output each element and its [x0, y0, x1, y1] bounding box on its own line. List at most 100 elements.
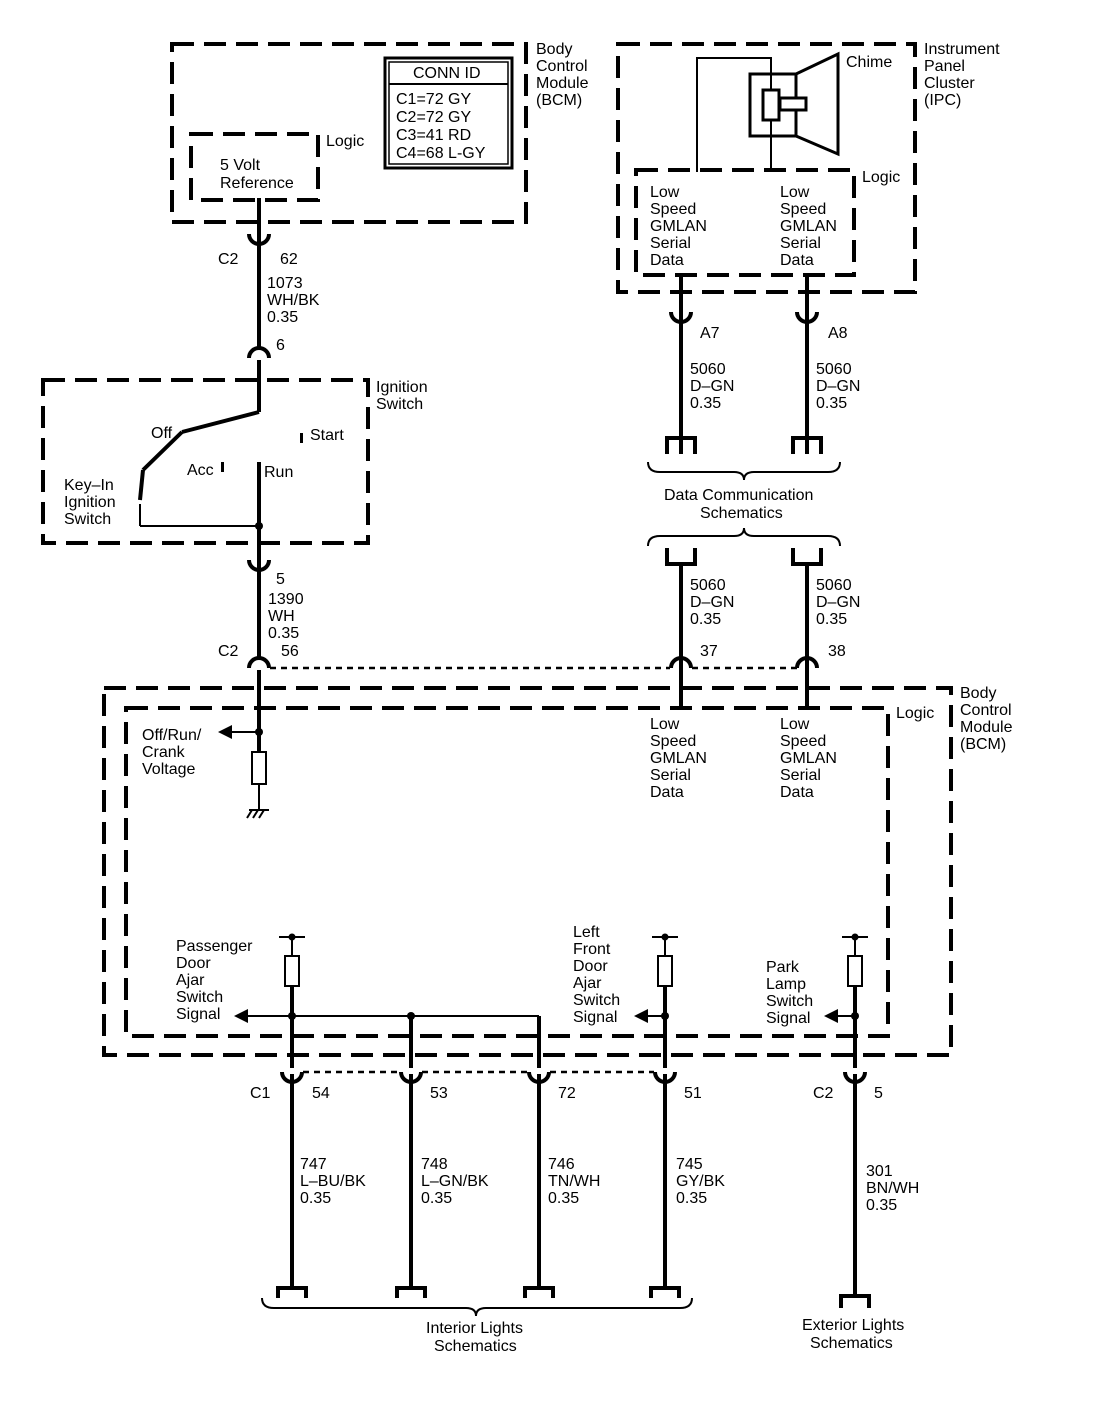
wire-5060-label: 5060 D–GN 0.35	[816, 361, 865, 412]
bcm-top-label: Body Control Module (BCM)	[536, 41, 593, 109]
chime-wire-left	[696, 57, 772, 172]
wire-1073-label: 1073 WH/BK 0.35	[267, 275, 324, 326]
splice-dot	[288, 1012, 296, 1020]
connector-a7	[669, 311, 693, 324]
bcm-top-logic-box	[189, 132, 320, 202]
wire-5060-label: 5060 D–GN 0.35	[690, 577, 739, 628]
conn-id-row: C1=72 GY	[396, 91, 471, 108]
wire-301-label: 301 BN/WH 0.35	[866, 1163, 924, 1214]
pin-5-label: 5	[874, 1085, 883, 1102]
connector-c2-56	[247, 656, 271, 669]
wire-1390-label: 1390 WH 0.35	[268, 591, 308, 642]
resistor-icon	[847, 955, 863, 987]
pin-a7-label: A7	[700, 325, 720, 342]
ignition-contact-arm-2	[141, 430, 184, 472]
park-lamp-switch-label: Park Lamp Switch Signal	[766, 959, 818, 1027]
terminal-block-icon	[649, 1286, 681, 1298]
ipc-label: Instrument Panel Cluster (IPC)	[924, 41, 1004, 109]
bcm-top-dashed-box	[170, 42, 528, 224]
left-front-door-ajar-label: Left Front Door Ajar Switch Signal	[573, 924, 625, 1026]
ignition-switch-dashed-box	[41, 378, 370, 545]
terminal-block-icon	[395, 1286, 427, 1298]
arrow-left-icon	[218, 725, 232, 739]
bcm-gmlan-left-label: Low Speed GMLAN Serial Data	[650, 716, 711, 801]
conn-c2-label: C2	[218, 643, 239, 660]
bcm-bottom-dashed-box	[102, 686, 953, 1057]
ipc-logic-box	[634, 168, 856, 277]
bcm-bottom-label: Body Control Module (BCM)	[960, 685, 1017, 753]
wire-747-label: 747 L–BU/BK 0.35	[300, 1156, 370, 1207]
terminal-block-icon	[276, 1286, 308, 1298]
pin-53-label: 53	[430, 1085, 448, 1102]
ipc-logic-label: Logic	[862, 169, 900, 186]
connector-pin-38	[795, 656, 819, 669]
connector-a8	[795, 311, 819, 324]
interior-lights-brace	[261, 1297, 693, 1317]
pin-38-label: 38	[828, 643, 846, 660]
key-in-switch-blade	[138, 469, 145, 501]
conn-id-title: CONN ID	[413, 65, 481, 82]
splice-dot	[255, 522, 263, 530]
ipc-dashed-box	[616, 42, 917, 294]
connector-pin-37	[669, 656, 693, 669]
ignition-off-label: Off	[151, 425, 173, 442]
ignition-start-label: Start	[310, 427, 344, 444]
conn-id-table: CONN ID C1=72 GY C2=72 GY C3=41 RD C4=68…	[383, 56, 514, 170]
data-communication-ref-label: Data Communication Schematics	[664, 487, 818, 522]
bcm-top-logic-label: Logic	[326, 133, 364, 150]
pin-37-label: 37	[700, 643, 718, 660]
splice-dot	[255, 728, 263, 736]
arrow-left-icon	[824, 1009, 838, 1023]
wire-745-label: 745 GY/BK 0.35	[676, 1156, 729, 1207]
off-run-crank-voltage-label: Off/Run/ Crank Voltage	[142, 727, 206, 778]
arrow-left-icon	[634, 1009, 648, 1023]
connector-pin-6	[247, 346, 271, 359]
conn-c2-label: C2	[218, 251, 239, 268]
pin-62-label: 62	[280, 251, 298, 268]
ipc-gmlan-left-label: Low Speed GMLAN Serial Data	[650, 184, 711, 269]
data-comm-brace-bottom	[647, 527, 841, 547]
terminal-block-icon	[665, 548, 697, 566]
pin-54-label: 54	[312, 1085, 330, 1102]
pin-5-label: 5	[276, 571, 285, 588]
data-comm-brace-top	[647, 461, 841, 481]
terminal-block-icon	[523, 1286, 555, 1298]
terminal-block-icon	[665, 436, 697, 454]
bcm-bottom-logic-label: Logic	[896, 705, 934, 722]
resistor-icon	[284, 955, 300, 987]
terminal-block-icon	[839, 1294, 871, 1308]
start-contact	[300, 433, 303, 443]
splice-dot	[851, 1012, 859, 1020]
ipc-gmlan-right-label: Low Speed GMLAN Serial Data	[780, 184, 841, 269]
bcm-bottom-logic-box	[124, 706, 890, 1038]
conn-id-row: C4=68 L-GY	[396, 145, 486, 162]
five-volt-reference-label: 5 Volt Reference	[220, 157, 294, 192]
bcm-gmlan-right-label: Low Speed GMLAN Serial Data	[780, 716, 841, 801]
connector-pin-5	[247, 559, 271, 572]
pin-51-label: 51	[684, 1085, 702, 1102]
ignition-run-label: Run	[264, 464, 293, 481]
pin-a8-label: A8	[828, 325, 848, 342]
wire-5060-label: 5060 D–GN 0.35	[816, 577, 865, 628]
key-in-ignition-switch-label: Key–In Ignition Switch	[64, 477, 120, 528]
conn-c1-label: C1	[250, 1085, 271, 1102]
ignition-contact-arm	[181, 410, 260, 434]
chime-label: Chime	[846, 54, 892, 71]
wire-748-label: 748 L–GN/BK 0.35	[421, 1156, 493, 1207]
conn-id-row: C2=72 GY	[396, 109, 471, 126]
ground-icon	[246, 809, 269, 819]
terminal-block-icon	[791, 548, 823, 566]
wire-5060-label: 5060 D–GN 0.35	[690, 361, 739, 412]
terminal-block-icon	[791, 436, 823, 454]
splice-dot	[661, 1012, 669, 1020]
passenger-door-ajar-label: Passenger Door Ajar Switch Signal	[176, 938, 257, 1023]
acc-contact	[221, 462, 224, 472]
interior-lights-ref-label: Interior Lights Schematics	[426, 1320, 527, 1355]
pin-6-label: 6	[276, 337, 285, 354]
conn-id-row: C3=41 RD	[396, 127, 471, 144]
ignition-switch-label: Ignition Switch	[376, 379, 432, 413]
exterior-lights-ref-label: Exterior Lights Schematics	[802, 1317, 909, 1352]
wire-746-label: 746 TN/WH 0.35	[548, 1156, 605, 1207]
chime-speaker-icon	[748, 51, 840, 157]
